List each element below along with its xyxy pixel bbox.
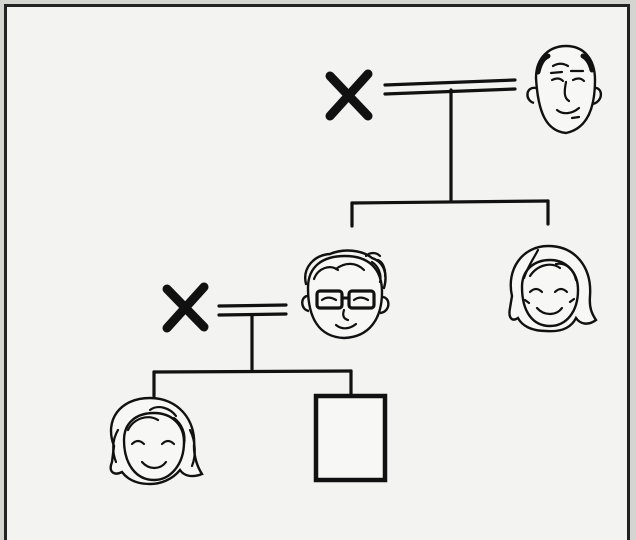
mother-deceased-x-icon <box>162 282 209 333</box>
grandfather-elderly-man-face-icon <box>526 44 603 135</box>
children-connector-generation-1 <box>350 88 550 228</box>
unknown-child-empty-square-icon <box>313 393 388 483</box>
grandmother-deceased-x-icon <box>325 69 373 121</box>
daughter-girl-face-icon <box>109 396 204 486</box>
children-connector-generation-2 <box>152 313 353 398</box>
father-man-with-glasses-face-icon <box>301 249 390 340</box>
aunt-woman-face-icon <box>508 244 598 333</box>
